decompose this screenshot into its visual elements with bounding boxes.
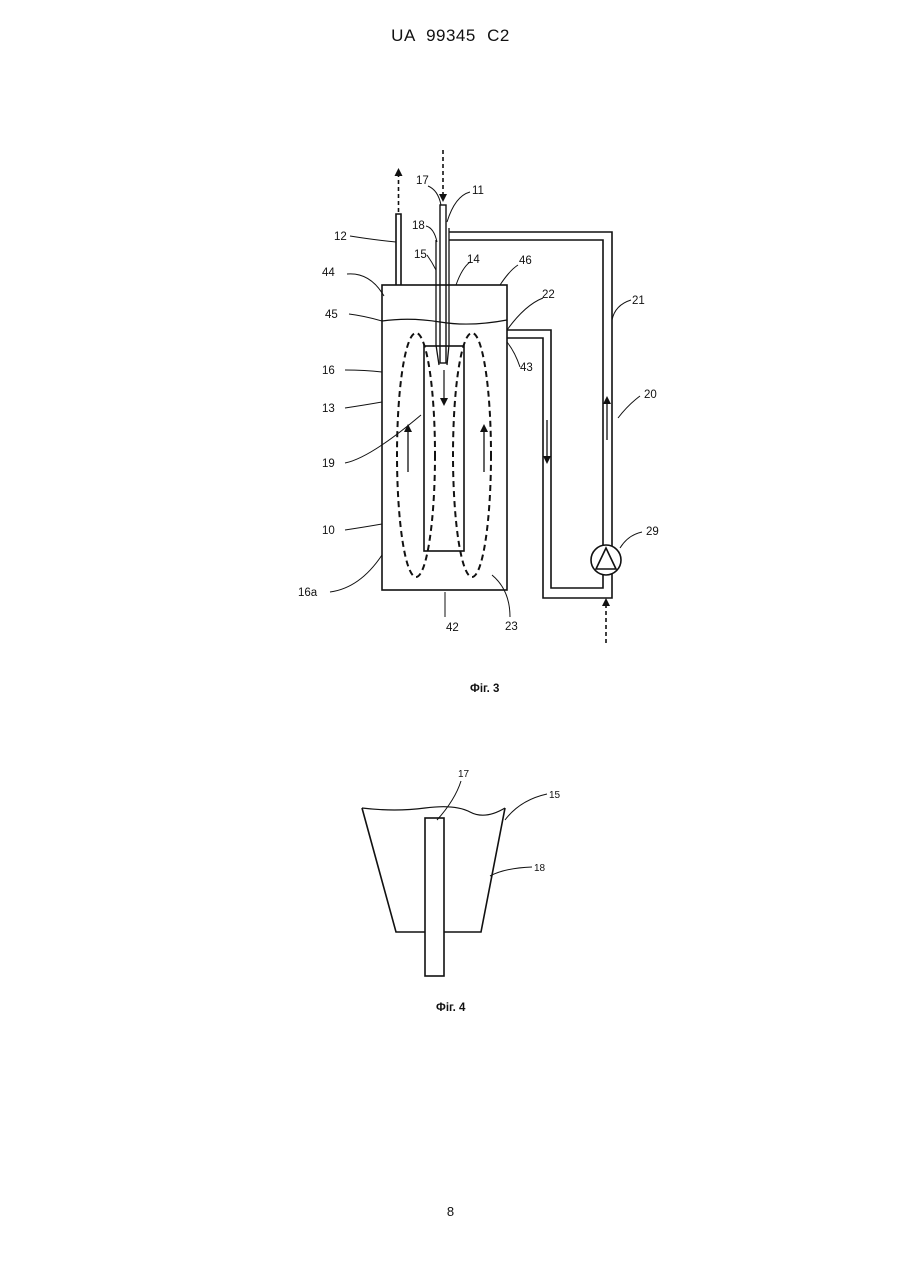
- label-23: 23: [505, 621, 518, 633]
- figure-3-caption: Фіг. 3: [470, 683, 499, 695]
- figure-4: [362, 781, 547, 976]
- figure-3-labels: 17 11 18 12 15 14 46 44 22 21 45 43 16 2…: [298, 175, 659, 695]
- label-46: 46: [519, 255, 532, 267]
- fig4-label-18: 18: [534, 863, 546, 874]
- injection-tube: [440, 205, 446, 363]
- label-16a: 16a: [298, 587, 318, 599]
- liquid-level: [382, 319, 507, 324]
- fig4-label-17: 17: [458, 769, 470, 780]
- label-14: 14: [467, 254, 480, 266]
- label-13: 13: [322, 403, 335, 415]
- nozzle-tube: [436, 228, 449, 365]
- label-18: 18: [412, 220, 425, 232]
- label-20: 20: [644, 389, 657, 401]
- label-12: 12: [334, 231, 347, 243]
- figure-4-caption: Фіг. 4: [436, 1002, 466, 1014]
- recirculation-inner-pipe: [449, 240, 603, 588]
- label-16: 16: [322, 365, 335, 377]
- label-45: 45: [325, 309, 338, 321]
- label-19: 19: [322, 458, 335, 470]
- label-43: 43: [520, 362, 533, 374]
- figure-3: [330, 150, 642, 643]
- fig4-label-15: 15: [549, 790, 561, 801]
- circulation-loop-right: [453, 333, 491, 577]
- label-22: 22: [542, 289, 555, 301]
- recirculation-return-pipe: [449, 232, 612, 598]
- circulation-loop-left: [397, 333, 435, 577]
- outlet-pipe: [396, 214, 401, 285]
- label-17: 17: [416, 175, 429, 187]
- vessel-outline: [382, 285, 507, 590]
- label-21: 21: [632, 295, 645, 307]
- label-10: 10: [322, 525, 335, 537]
- page-number: 8: [0, 1204, 901, 1219]
- label-29: 29: [646, 526, 659, 538]
- label-15: 15: [414, 249, 427, 261]
- liquid-surface: [362, 807, 505, 816]
- figure-4-labels: 17 15 18 Фіг. 4: [436, 769, 561, 1014]
- label-44: 44: [322, 267, 335, 279]
- label-11: 11: [472, 185, 484, 197]
- label-42: 42: [446, 622, 459, 634]
- injection-tube-detail: [425, 818, 444, 976]
